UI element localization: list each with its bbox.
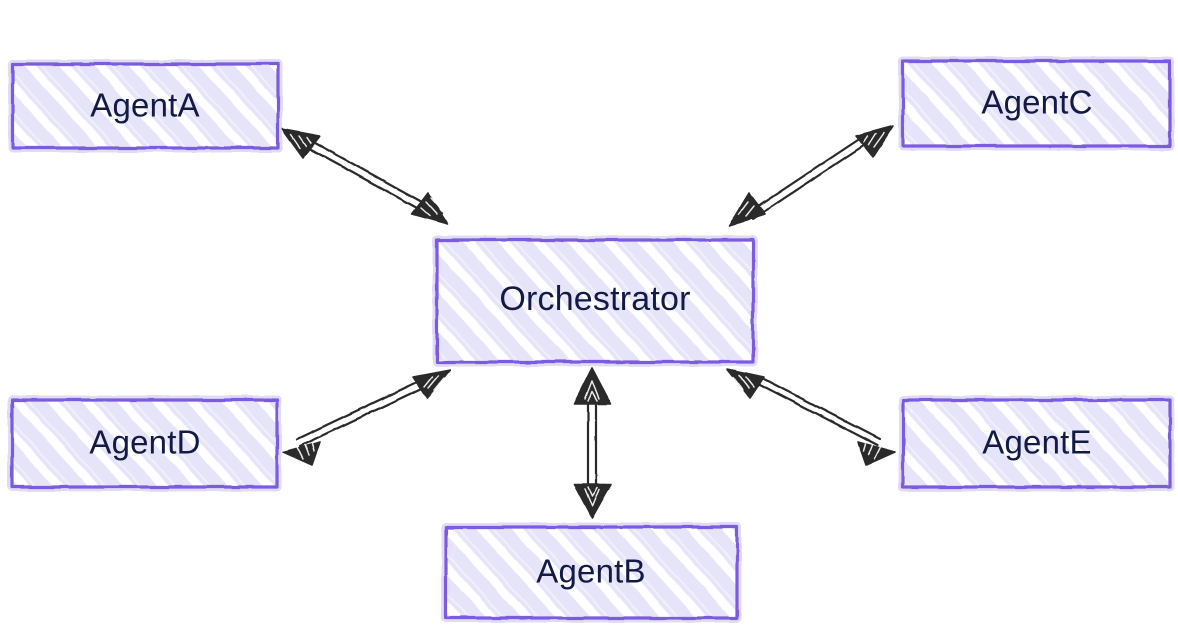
node-agentD[interactable]: AgentD [7, 395, 282, 492]
edge-orchestrator-agentB [573, 367, 612, 519]
arrowhead-toward-orchestrator [728, 192, 766, 227]
arrowhead-toward-agentE [857, 441, 896, 466]
arrowhead-toward-orchestrator [573, 367, 612, 405]
node-label-agentB: AgentB [536, 553, 645, 590]
arrowhead-toward-orchestrator [411, 192, 449, 225]
node-agentC[interactable]: AgentC [898, 56, 1175, 151]
node-orchestrator[interactable]: Orchestrator [432, 235, 758, 367]
arrowhead-toward-agentA [281, 128, 321, 159]
node-label-agentE: AgentE [982, 424, 1091, 461]
arrowhead-toward-agentD [282, 441, 321, 466]
node-label-agentC: AgentC [981, 84, 1092, 121]
edge-orchestrator-agentA [281, 128, 449, 225]
arrowhead-toward-agentB [573, 483, 612, 519]
arrowhead-toward-orchestrator [726, 368, 765, 399]
node-agentA[interactable]: AgentA [8, 59, 283, 153]
node-label-agentD: AgentD [89, 424, 200, 461]
node-label-agentA: AgentA [90, 87, 199, 124]
edge-orchestrator-agentD [282, 369, 451, 466]
node-agentB[interactable]: AgentB [441, 522, 742, 623]
node-label-orchestrator: Orchestrator [499, 280, 690, 318]
edge-orchestrator-agentC [728, 125, 894, 227]
arrowhead-toward-agentC [855, 125, 894, 158]
edge-orchestrator-agentE [726, 368, 896, 466]
arrowhead-toward-orchestrator [412, 369, 451, 399]
node-agentE[interactable]: AgentE [898, 395, 1175, 492]
